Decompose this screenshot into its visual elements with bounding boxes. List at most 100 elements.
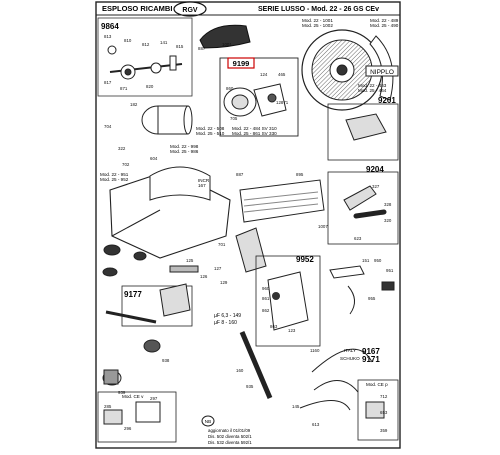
svg-text:1001: 1001: [222, 42, 232, 47]
group-code-9177: 9177: [124, 290, 142, 299]
svg-text:465: 465: [278, 72, 286, 77]
svg-text:151: 151: [362, 258, 370, 263]
svg-text:820: 820: [146, 84, 154, 89]
switch-knob: [272, 292, 280, 300]
svg-text:887: 887: [198, 46, 206, 51]
aggiornato-note: aggiornato il 01/01/09: [208, 428, 251, 433]
svg-text:285: 285: [104, 404, 112, 409]
svg-text:297: 297: [150, 396, 158, 401]
svg-text:129: 129: [220, 280, 228, 285]
box-cev: [97, 391, 177, 443]
svg-text:123: 123: [288, 328, 296, 333]
schuko-label: SCHUKO: [340, 356, 360, 361]
svg-text:955: 955: [368, 296, 376, 301]
motor: [141, 105, 193, 135]
svg-text:141: 141: [160, 40, 168, 45]
slicer-body: [109, 166, 231, 259]
svg-text:887: 887: [236, 172, 244, 177]
power-cables: [299, 348, 373, 411]
svg-text:328: 328: [384, 202, 392, 207]
svg-text:935: 935: [246, 384, 254, 389]
svg-text:124: 124: [260, 72, 268, 77]
svg-text:701: 701: [218, 242, 226, 247]
leg-plate: [235, 227, 267, 273]
svg-text:895: 895: [296, 172, 304, 177]
svg-text:320: 320: [384, 218, 392, 223]
svg-text:1007: 1007: [318, 224, 328, 229]
motor-flange: [223, 83, 287, 117]
group-code-9952: 9952: [296, 255, 314, 264]
svg-text:951: 951: [386, 268, 394, 273]
nb-circle: [201, 415, 215, 427]
svg-text:613: 613: [312, 422, 320, 427]
svg-text:653: 653: [380, 410, 388, 415]
part-number-labels: 813 810 812 141 815 817 871 820 887 1001…: [104, 34, 394, 433]
svg-text:604: 604: [150, 156, 158, 161]
svg-text:815: 815: [176, 44, 184, 49]
svg-text:145: 145: [292, 404, 300, 409]
dis-note-1: Dis. 502 diventa 502/1: [208, 434, 252, 439]
svg-text:939: 939: [118, 390, 126, 395]
svg-text:125: 125: [186, 258, 194, 263]
nipplo-box: [365, 65, 399, 77]
svg-text:960: 960: [262, 286, 270, 291]
svg-text:160: 160: [236, 368, 244, 373]
top-cover: [199, 24, 251, 49]
svg-text:322: 322: [118, 146, 126, 151]
group-code-9201: 9201: [378, 96, 396, 105]
group-code-9167: 9167: [362, 347, 380, 356]
group-code-9171: 9171: [362, 355, 380, 364]
cep-label: Mod. CE p: [366, 382, 388, 387]
svg-text:810: 810: [124, 38, 132, 43]
sharpener-part: [345, 113, 387, 141]
group-label-box-9199: [227, 57, 255, 69]
switch-box-cev: [135, 401, 161, 423]
group-box-9952: [255, 255, 321, 347]
svg-text:863: 863: [270, 324, 278, 329]
svg-text:712: 712: [380, 394, 388, 399]
shaft-spring: [329, 265, 395, 315]
uf-note-8: µF 8 - 160: [214, 320, 237, 326]
switch-box-cep: [365, 401, 385, 419]
svg-text:296: 296: [124, 426, 132, 431]
svg-text:623: 623: [354, 236, 362, 241]
italy-label: ITALY: [344, 348, 356, 353]
cev-label: Mod. CE v: [122, 394, 144, 399]
blade-disk: [301, 29, 383, 111]
svg-text:12871: 12871: [276, 100, 289, 105]
svg-text:813: 813: [104, 34, 112, 39]
group-code-9199: 9199: [233, 59, 250, 68]
svg-text:704: 704: [104, 124, 112, 129]
svg-text:938: 938: [162, 358, 170, 363]
svg-text:127: 127: [214, 266, 222, 271]
carriage-tray: [239, 179, 325, 223]
svg-text:1160: 1160: [310, 348, 320, 353]
nipplo-label: NIPPLO: [370, 69, 394, 76]
svg-text:871: 871: [120, 86, 128, 91]
svg-text:705: 705: [230, 116, 238, 121]
group-code-9204: 9204: [366, 165, 384, 174]
page-frame: [95, 1, 401, 449]
lever: [105, 310, 157, 324]
header-right-title: SERIE LUSSO - Mod. 22 - 26 GS CEv: [258, 6, 379, 13]
feet-parts: [102, 244, 147, 277]
svg-text:702: 702: [122, 162, 130, 167]
group-box-9177: [121, 285, 193, 327]
header-logo: RGV: [182, 7, 198, 14]
bracket-part: [159, 283, 191, 317]
shaft-assembly: [107, 45, 183, 80]
box-cep: [357, 379, 399, 441]
group-box-9199: [219, 57, 299, 137]
group-box-9201: [327, 103, 399, 161]
blade-guard: [369, 35, 394, 101]
rod-bar: [239, 331, 273, 399]
